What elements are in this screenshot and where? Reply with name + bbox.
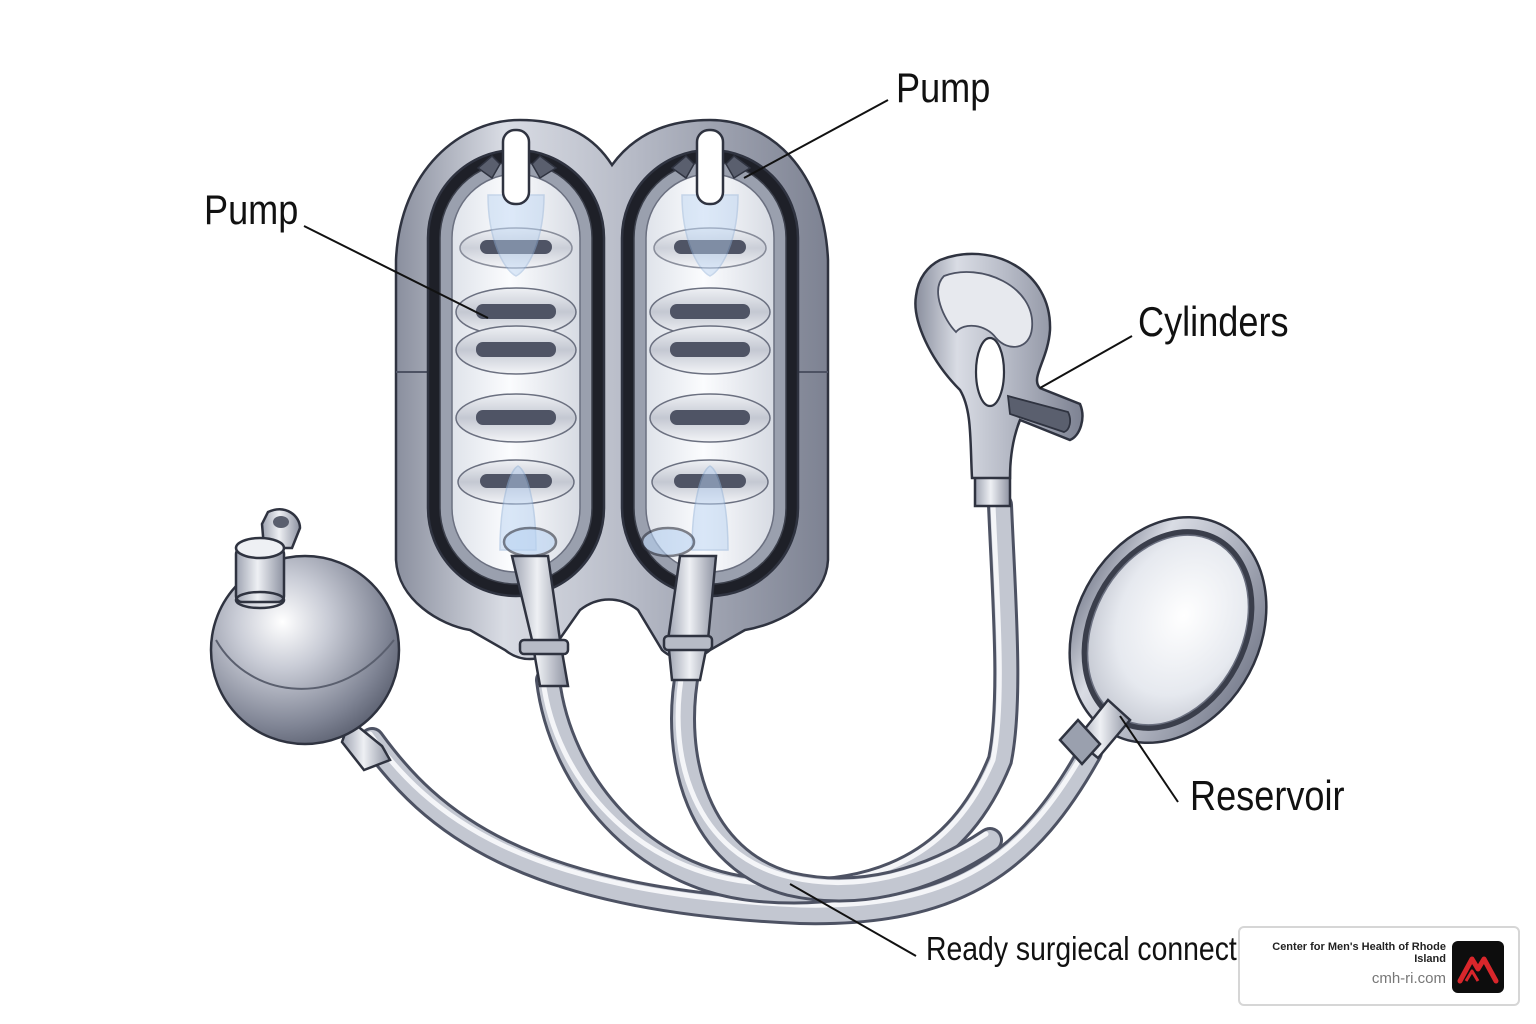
- label-pump-top: Pump: [896, 64, 991, 111]
- bottom-connectors: [499, 465, 729, 688]
- watermark-badge: Center for Men's Health of Rhode Island …: [1238, 926, 1520, 1006]
- leader-line-cylinders: [1039, 335, 1133, 389]
- top-valves: [476, 128, 752, 277]
- label-pump-left: Pump: [204, 186, 299, 233]
- cylinder-housing: [394, 118, 830, 661]
- mountain-peaks-logo-icon: [1452, 941, 1504, 993]
- label-cylinders: Cylinders: [1138, 298, 1289, 345]
- tubing: [359, 492, 1103, 926]
- leader-line-pump-left: [303, 225, 489, 319]
- label-reservoir: Reservoir: [1190, 772, 1345, 819]
- tube-right-cylinder: [670, 655, 1003, 903]
- reservoir: [1058, 515, 1268, 766]
- label-connection: Ready surgiecal connecti: [926, 930, 1244, 967]
- leader-line-connection: [789, 883, 917, 957]
- cylinder-accessory: [914, 252, 1084, 508]
- pump-ball: [209, 508, 401, 772]
- leader-line-pump-top: [743, 99, 889, 179]
- leader-line-reservoir: [1119, 715, 1179, 803]
- leader-lines: [303, 99, 1179, 957]
- watermark-url: cmh-ri.com: [1371, 970, 1446, 987]
- chamber-rings: [455, 227, 771, 505]
- watermark-organization: Center for Men's Health of Rhode Island: [1272, 941, 1446, 965]
